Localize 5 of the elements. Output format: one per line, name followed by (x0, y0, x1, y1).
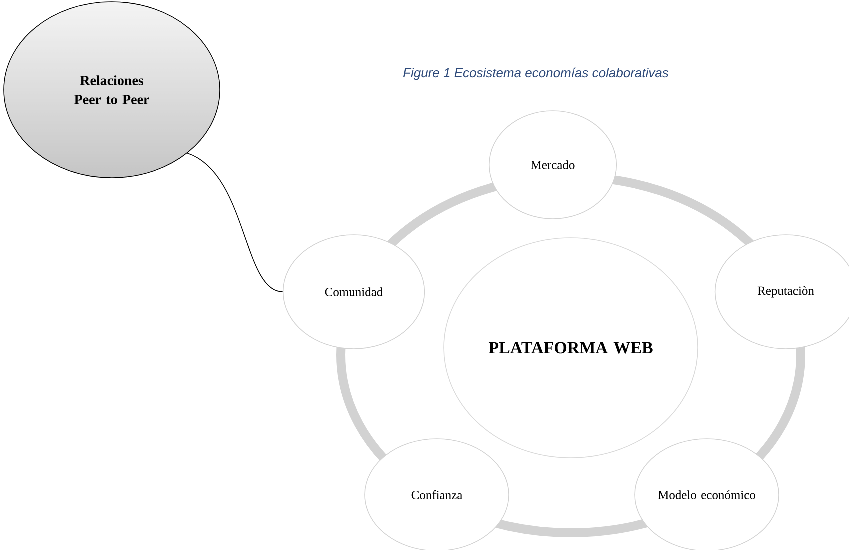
node-label: Reputaciòn (758, 286, 814, 298)
node-label: Confianza (412, 490, 463, 500)
figure-title: Figure 1 Ecosistema economías colaborativas (403, 68, 669, 80)
connector-line (187, 153, 284, 292)
node-label: Modelo económico (658, 490, 756, 500)
